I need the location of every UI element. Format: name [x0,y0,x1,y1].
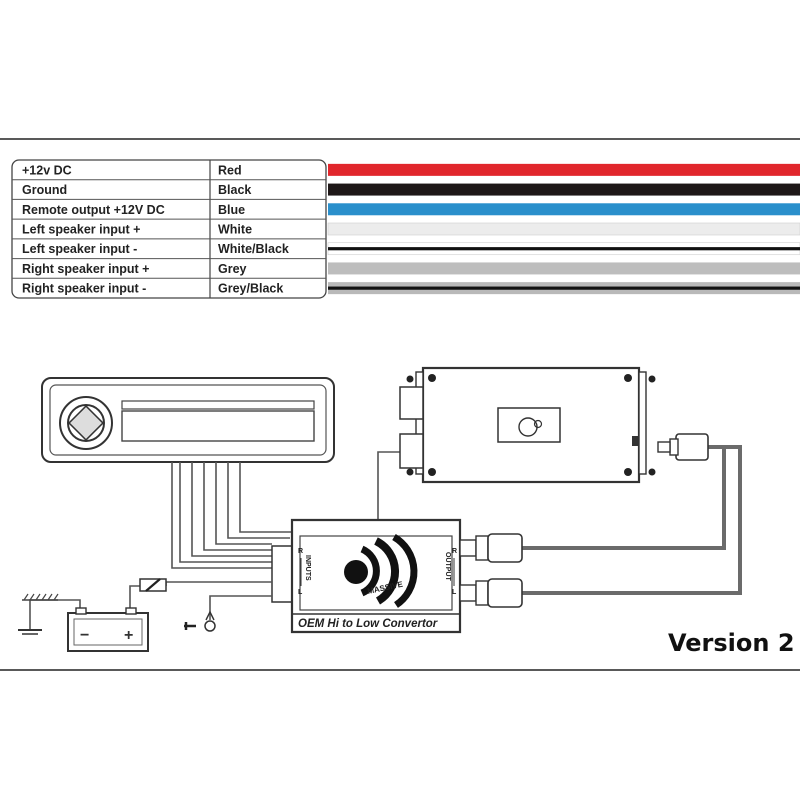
battery-plus: + [124,627,133,644]
wire-color-label: Black [218,183,251,197]
rca-cables [522,445,742,595]
amplifier-logo-plate [497,407,561,443]
wire-strip [328,163,800,176]
wire-color-label: White/Black [218,242,289,256]
converter-input-plug [271,545,293,603]
wire-function-label: Left speaker input - [22,242,137,256]
wire-function-label: Ground [22,183,67,197]
wire-function-label: Right speaker input + [22,262,149,276]
wire-color-label: Grey/Black [218,282,283,296]
wire-function-label: +12v DC [22,163,72,177]
battery: − + [67,607,149,652]
ground-screw [184,610,216,632]
head-unit-display [121,410,315,442]
converter-face [299,535,453,611]
amplifier-mount-hole [406,375,414,383]
amplifier [399,366,656,484]
wire-table-frame [11,159,327,299]
hi-lo-converter: MASSIVE INPUTS R L OUTPUT R L OEM Hi to … [271,518,462,634]
amplifier-screw [428,374,436,382]
fuse [139,578,167,592]
ground-symbol [18,593,59,635]
wire-stripe [328,247,800,251]
wire-strip [328,203,800,216]
inputs-label: INPUTS [304,555,311,581]
brand-logo-wave [392,533,418,608]
wire-function-label: Left speaker input + [22,223,140,237]
wire-function-label: Right speaker input - [22,282,146,296]
amplifier-mount-hole [648,375,656,383]
amplifier-screw [624,468,632,476]
version-label: Version 2 [668,629,795,657]
amplifier-side-left [415,371,424,475]
wire-strip [328,183,800,196]
outputs-l-label: L [452,589,457,596]
wire-function-label: Remote output +12V DC [22,203,165,217]
outputs-label: OUTPUT [444,552,451,582]
amplifier-mount-hole [406,468,414,476]
wire-strip [327,222,800,236]
wire-color-label: Red [218,163,242,177]
brand-logo-dot [344,560,368,584]
wire-color-label: Grey [218,262,247,276]
amplifier-power-terminal [399,433,424,469]
rca-input-plug [657,433,709,461]
brand-logo-wave [374,537,400,605]
wire-color-label: Blue [218,203,245,217]
head-unit-faceplate [49,384,327,456]
amplifier-led [632,436,638,446]
wire-stripe [328,286,800,290]
remote-wire [377,451,404,520]
rca-output-plugs [459,533,523,608]
amplifier-screw [624,374,632,382]
brand-logo-wave [360,545,380,597]
amplifier-screw [428,468,436,476]
head-unit-knob-diamond [67,404,105,442]
inputs-l-label: L [298,589,303,596]
converter-name: OEM Hi to Low Convertor [298,618,438,630]
inputs-r-label: R [298,548,303,555]
head-unit-harness [171,462,294,569]
amplifier-side-right [638,371,647,475]
amplifier-mount-hole [648,468,656,476]
battery-minus: − [80,627,89,644]
wire-color-label: White [218,223,252,237]
head-unit-top-slot [121,400,315,410]
head-unit [41,377,335,463]
amplifier-logo-dot [533,419,543,429]
wire-strip [328,262,800,275]
outputs-r-label: R [452,548,457,555]
amplifier-speaker-terminal [399,386,424,420]
